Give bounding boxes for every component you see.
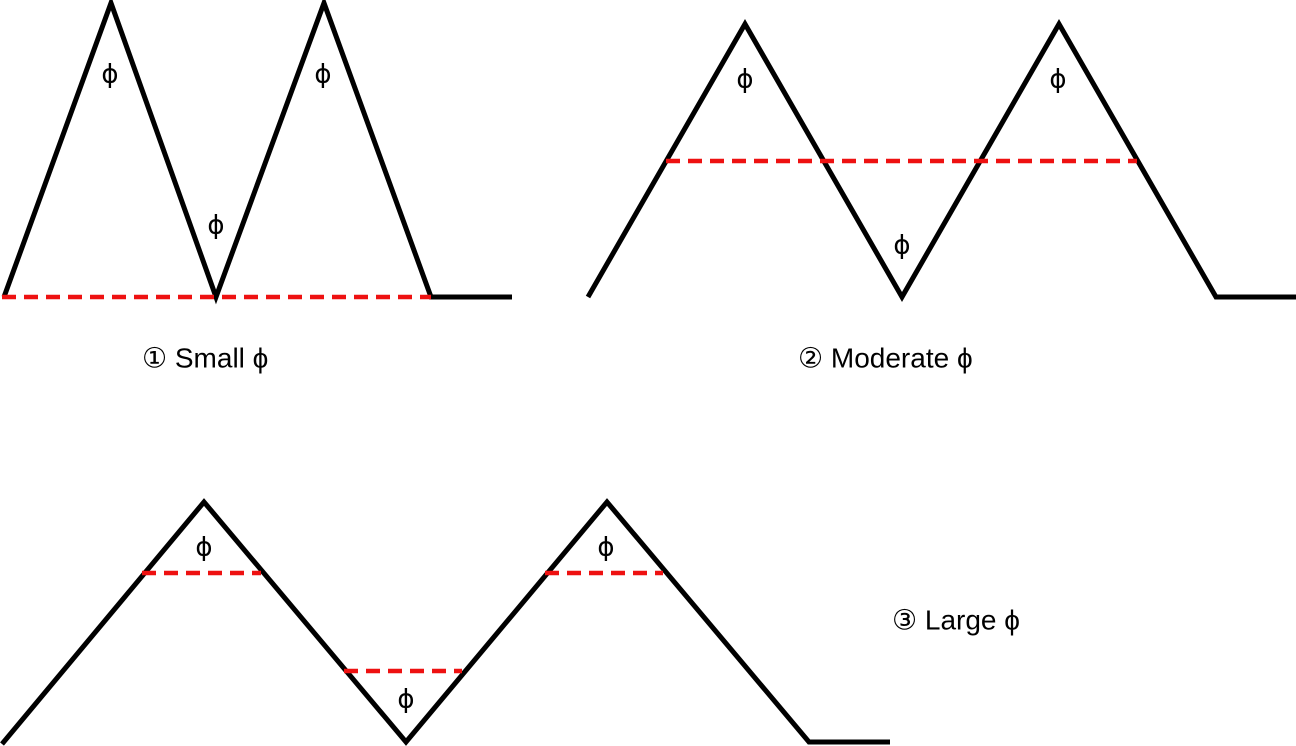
small-phi-angle-label-peak-1: ϕ bbox=[101, 60, 118, 90]
large-phi-profile bbox=[0, 498, 890, 746]
large-phi-caption: ③ Large ϕ bbox=[892, 604, 1020, 635]
panel-large-phi: ϕ ϕ ϕ ③ Large ϕ bbox=[0, 498, 1020, 746]
panel-moderate-phi: ϕ ϕ ϕ ② Moderate ϕ bbox=[585, 18, 1296, 373]
small-phi-caption: ① Small ϕ bbox=[142, 342, 268, 373]
moderate-phi-angle-label-peak-2: ϕ bbox=[1049, 65, 1066, 95]
large-phi-angle-label-peak-1: ϕ bbox=[195, 533, 212, 563]
large-phi-angle-label-valley: ϕ bbox=[397, 685, 414, 715]
small-phi-angle-label-peak-2: ϕ bbox=[314, 60, 331, 90]
moderate-phi-angle-label-valley: ϕ bbox=[893, 231, 910, 261]
moderate-phi-caption: ② Moderate ϕ bbox=[798, 342, 973, 373]
moderate-phi-angle-label-peak-1: ϕ bbox=[736, 65, 753, 95]
large-phi-angle-label-peak-2: ϕ bbox=[597, 533, 614, 563]
panel-small-phi: ϕ ϕ ϕ ① Small ϕ bbox=[1, 0, 512, 373]
small-phi-angle-label-valley: ϕ bbox=[207, 211, 224, 241]
small-phi-profile bbox=[1, 0, 512, 305]
